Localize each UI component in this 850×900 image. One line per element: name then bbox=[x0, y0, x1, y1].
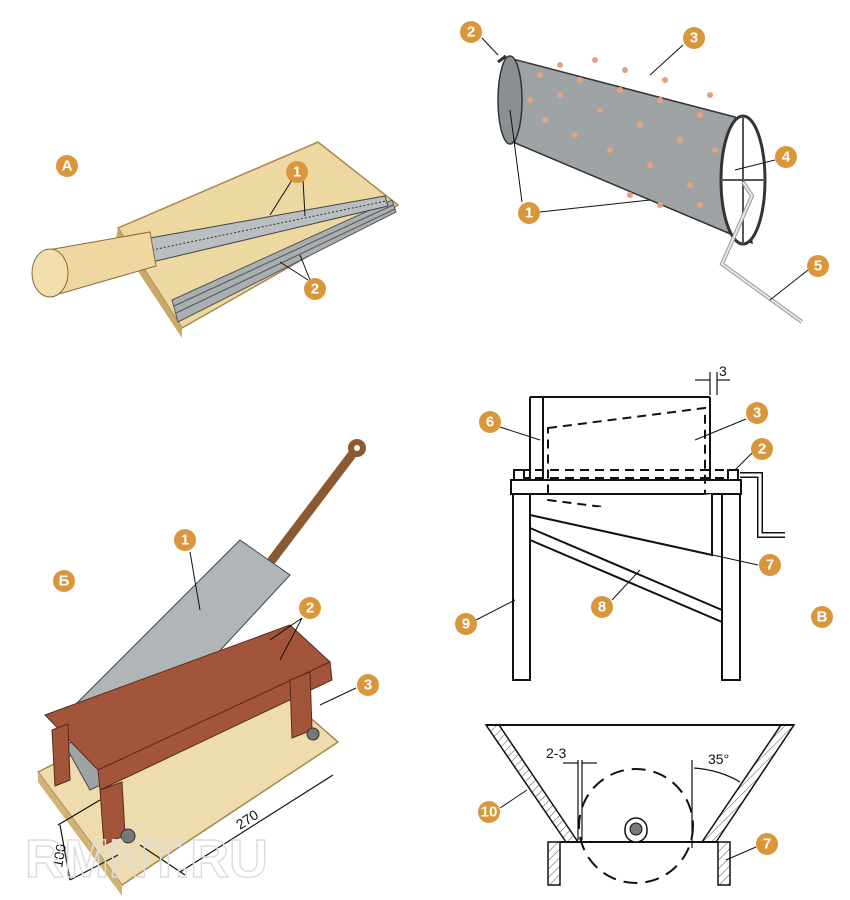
drum-small-end bbox=[497, 55, 523, 145]
svg-text:Б: Б bbox=[59, 573, 70, 590]
figure-saw-stand: 270 100 RMNT.RU bbox=[24, 439, 366, 896]
callout-badge: 1 bbox=[174, 529, 196, 551]
drum-outline-dashed bbox=[578, 768, 694, 884]
hopper-wall-right bbox=[700, 724, 796, 843]
callout-badge: 10 bbox=[478, 801, 500, 823]
callout-badge: 8 bbox=[591, 596, 613, 618]
badge-letter-b: Б bbox=[53, 570, 75, 592]
figure-drum bbox=[497, 54, 804, 324]
svg-text:3: 3 bbox=[364, 677, 372, 694]
figure-drum-frame: 3 bbox=[510, 363, 785, 681]
svg-text:7: 7 bbox=[766, 557, 774, 574]
callout-badge: 2 bbox=[460, 21, 482, 43]
callout-badge: 6 bbox=[479, 411, 501, 433]
watermark: RMNT.RU bbox=[25, 829, 268, 889]
dimension-width: 100 bbox=[49, 843, 69, 869]
callout-badge: 2 bbox=[751, 438, 773, 460]
saw-blade-stack bbox=[171, 199, 397, 323]
trough-wall-right bbox=[717, 841, 731, 886]
hopper-wall-left bbox=[484, 724, 580, 843]
svg-text:1: 1 bbox=[293, 164, 301, 181]
callout-badge: 3 bbox=[683, 27, 705, 49]
callout-badge: 2 bbox=[299, 597, 321, 619]
frame-crank bbox=[740, 472, 785, 538]
svg-text:3: 3 bbox=[753, 405, 761, 422]
svg-text:2: 2 bbox=[311, 281, 319, 298]
trough-wall-left bbox=[547, 841, 561, 886]
callout-badge: 3 bbox=[357, 674, 379, 696]
callout-badge: 5 bbox=[807, 255, 829, 277]
svg-text:6: 6 bbox=[486, 414, 494, 431]
figure-saw-board bbox=[31, 141, 400, 338]
saw-handle bbox=[31, 231, 157, 298]
svg-text:2: 2 bbox=[306, 600, 314, 617]
callout-badge: 4 bbox=[775, 146, 797, 168]
badge-letter-a: А bbox=[56, 155, 78, 177]
figure-hopper-section: 2-3 35° bbox=[484, 724, 796, 886]
svg-text:10: 10 bbox=[481, 804, 498, 821]
gap-label: 3 bbox=[719, 363, 727, 379]
svg-text:4: 4 bbox=[782, 149, 791, 166]
svg-text:А: А bbox=[62, 158, 73, 175]
svg-text:1: 1 bbox=[181, 532, 189, 549]
callout-badge: 1 bbox=[286, 161, 308, 183]
drum-teeth bbox=[527, 57, 718, 208]
svg-text:9: 9 bbox=[462, 616, 470, 633]
badge-letter-v: В bbox=[811, 606, 833, 628]
svg-text:2: 2 bbox=[758, 441, 766, 458]
svg-text:2: 2 bbox=[467, 24, 475, 41]
leader-lines bbox=[189, 37, 809, 861]
callout-badge: 7 bbox=[759, 554, 781, 576]
svg-text:5: 5 bbox=[814, 258, 822, 275]
callout-badge: 1 bbox=[518, 202, 540, 224]
angle-label: 35° bbox=[708, 751, 729, 767]
svg-text:1: 1 bbox=[525, 205, 533, 222]
svg-text:8: 8 bbox=[598, 599, 606, 616]
svg-text:7: 7 bbox=[763, 836, 771, 853]
callout-badge: 9 bbox=[455, 613, 477, 635]
callout-badge: 7 bbox=[756, 833, 778, 855]
callout-badge: 2 bbox=[304, 278, 326, 300]
callout-badge: 3 bbox=[746, 402, 768, 424]
rusty-frame bbox=[44, 624, 333, 846]
handle-lever bbox=[267, 443, 362, 565]
dimension-lines bbox=[57, 774, 334, 881]
svg-text:В: В bbox=[817, 609, 828, 626]
gap-label: 2-3 bbox=[546, 745, 566, 761]
svg-text:3: 3 bbox=[690, 30, 698, 47]
